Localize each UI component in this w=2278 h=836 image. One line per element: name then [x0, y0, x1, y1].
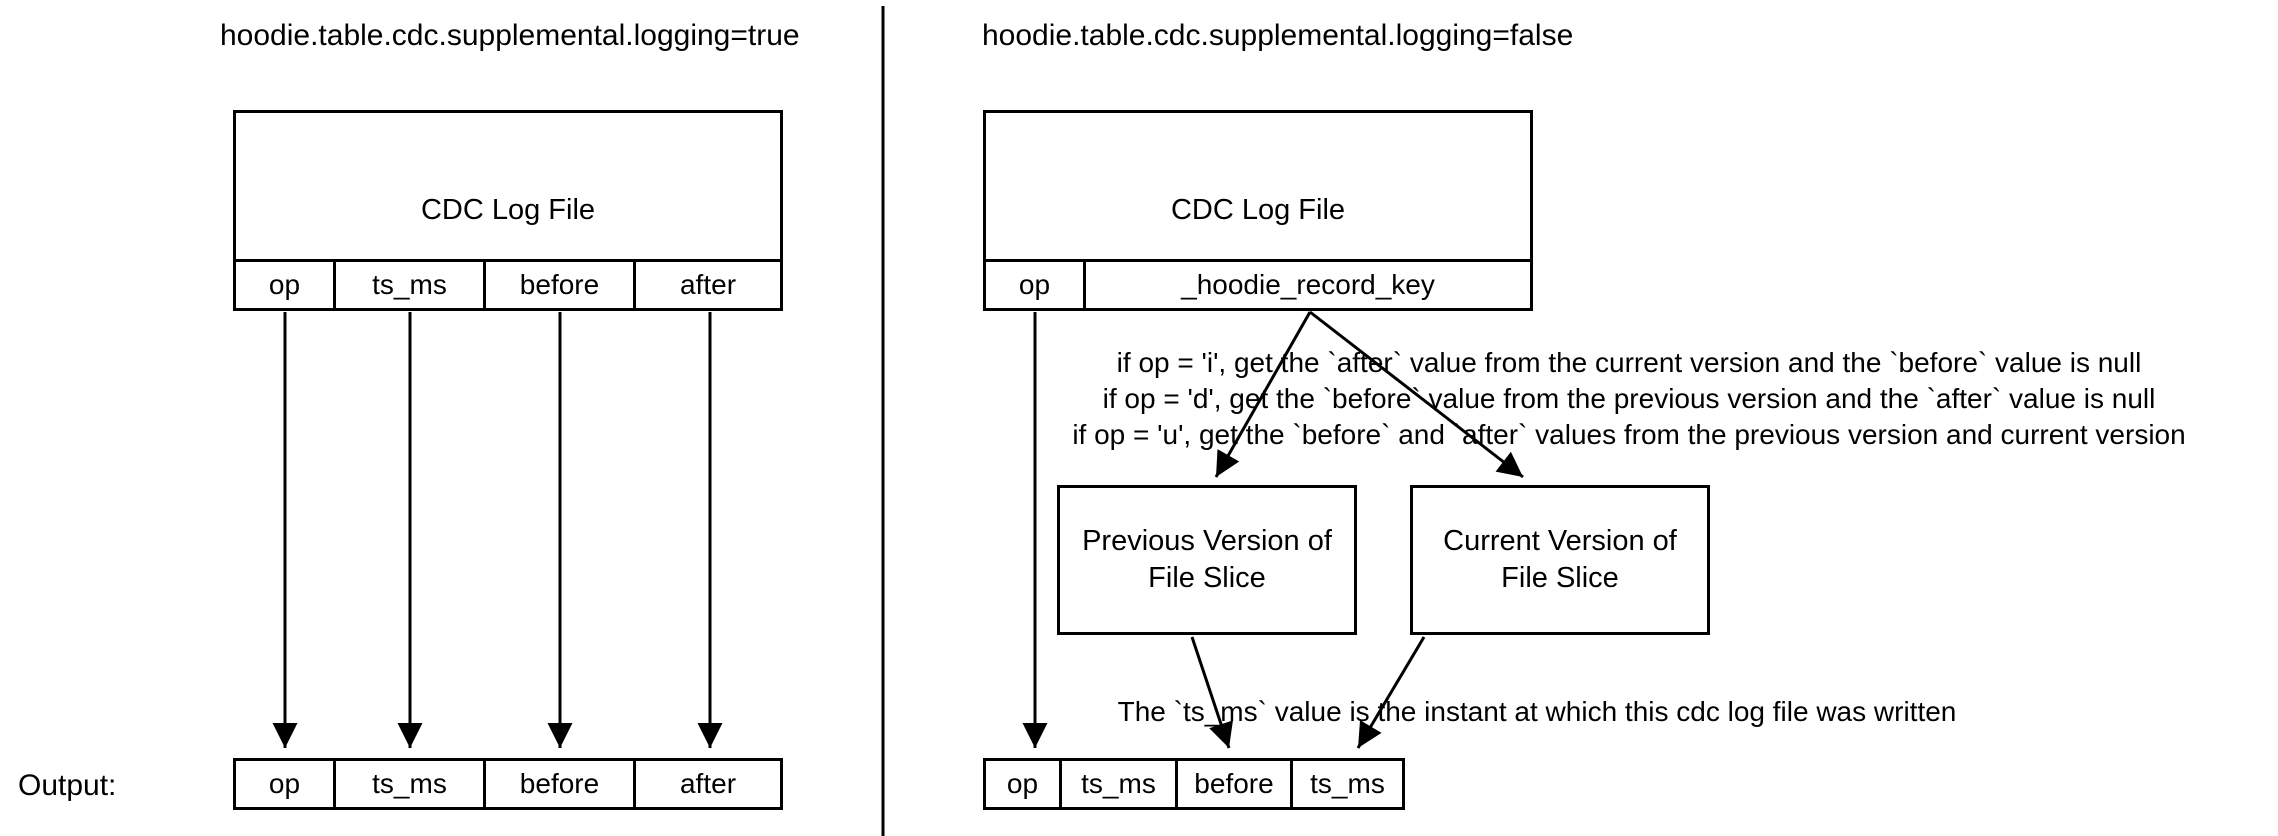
previous-version-box: Previous Version of File Slice: [1057, 485, 1357, 635]
right-output-ts-ms: ts_ms: [1062, 761, 1178, 807]
op-rule-update: if op = 'u', get the `before` and `after…: [1072, 419, 2186, 450]
output-label: Output:: [18, 769, 117, 802]
right-output-before: before: [1178, 761, 1293, 807]
op-rule-insert: if op = 'i', get the `after` value from …: [1116, 347, 2142, 378]
left-col-ts-ms: ts_ms: [336, 262, 486, 308]
left-col-before: before: [486, 262, 636, 308]
left-output-row: op ts_ms before after: [233, 758, 783, 810]
right-output-row: op ts_ms before ts_ms: [983, 758, 1405, 810]
current-version-label: Current Version of File Slice: [1443, 525, 1677, 594]
previous-to-output-arrow: [1190, 636, 1233, 749]
left-output-ts-ms: ts_ms: [336, 761, 486, 807]
left-cdc-columns-row: op ts_ms before after: [233, 259, 783, 311]
left-config-title: hoodie.table.cdc.supplemental.logging=tr…: [220, 19, 800, 52]
current-version-box: Current Version of File Slice: [1410, 485, 1710, 635]
right-output-op: op: [986, 761, 1062, 807]
left-output-op: op: [236, 761, 336, 807]
right-col-hoodie-record-key: _hoodie_record_key: [1181, 269, 1435, 300]
left-col-after: after: [679, 269, 737, 300]
left-cdc-log-file-label: CDC Log File: [420, 193, 596, 226]
right-cdc-columns-row: op _hoodie_record_key: [983, 259, 1533, 311]
op-rule-delete: if op = 'd', get the `before` value from…: [1102, 383, 2156, 414]
previous-version-label: Previous Version of File Slice: [1082, 525, 1332, 594]
right-cdc-log-file-label: CDC Log File: [1170, 193, 1346, 226]
ts-ms-note: The `ts_ms` value is the instant at whic…: [1117, 696, 1957, 727]
right-config-title: hoodie.table.cdc.supplemental.logging=fa…: [982, 19, 1574, 52]
op-rules-block: if op = 'i', get the `after` value from …: [980, 345, 2278, 453]
right-col-op: op: [986, 262, 1086, 308]
left-output-before: before: [486, 761, 636, 807]
right-output-ts-ms-2: ts_ms: [1310, 768, 1385, 799]
left-output-after: after: [679, 768, 737, 799]
current-to-output-arrow: [1356, 636, 1426, 749]
left-col-op: op: [236, 262, 336, 308]
